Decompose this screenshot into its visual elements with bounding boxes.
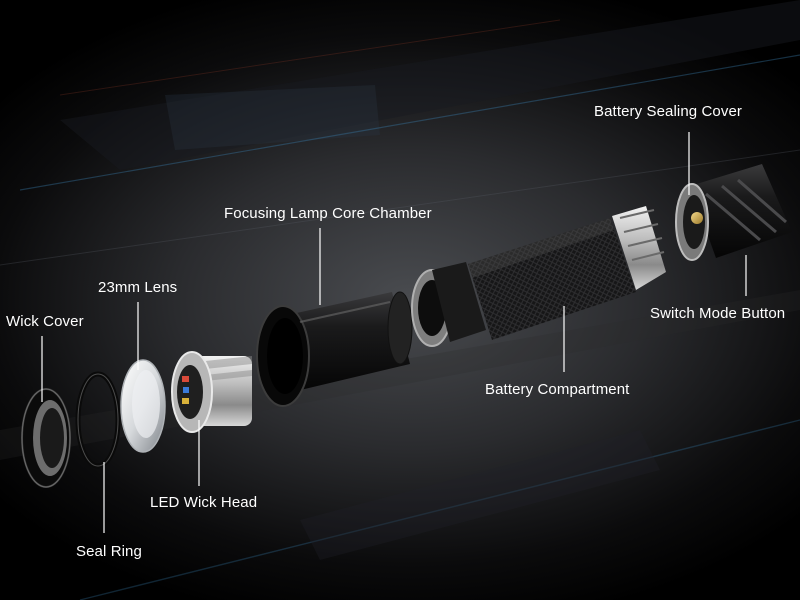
battery-sealing-cover-part: [675, 164, 792, 261]
battery-compartment-part: [411, 206, 666, 347]
label-seal-ring: Seal Ring: [76, 543, 142, 560]
label-23mm-lens: 23mm Lens: [98, 279, 178, 296]
label-battery-compartment: Battery Compartment: [485, 381, 630, 398]
label-switch-mode-button: Switch Mode Button: [650, 305, 786, 322]
led-wick-head-part: [171, 351, 252, 433]
label-focusing-lamp-core-chamber: Focusing Lamp Core Chamber: [224, 205, 432, 222]
wick-cover-part: [21, 388, 71, 488]
focusing-chamber-part: [256, 291, 413, 407]
label-battery-sealing-cover: Battery Sealing Cover: [594, 103, 743, 120]
lens-part: [120, 359, 166, 453]
label-wick-cover: Wick Cover: [6, 313, 84, 330]
leader-lines: [41, 132, 747, 533]
seal-ring-part: [75, 371, 121, 469]
label-led-wick-head: LED Wick Head: [150, 494, 258, 511]
